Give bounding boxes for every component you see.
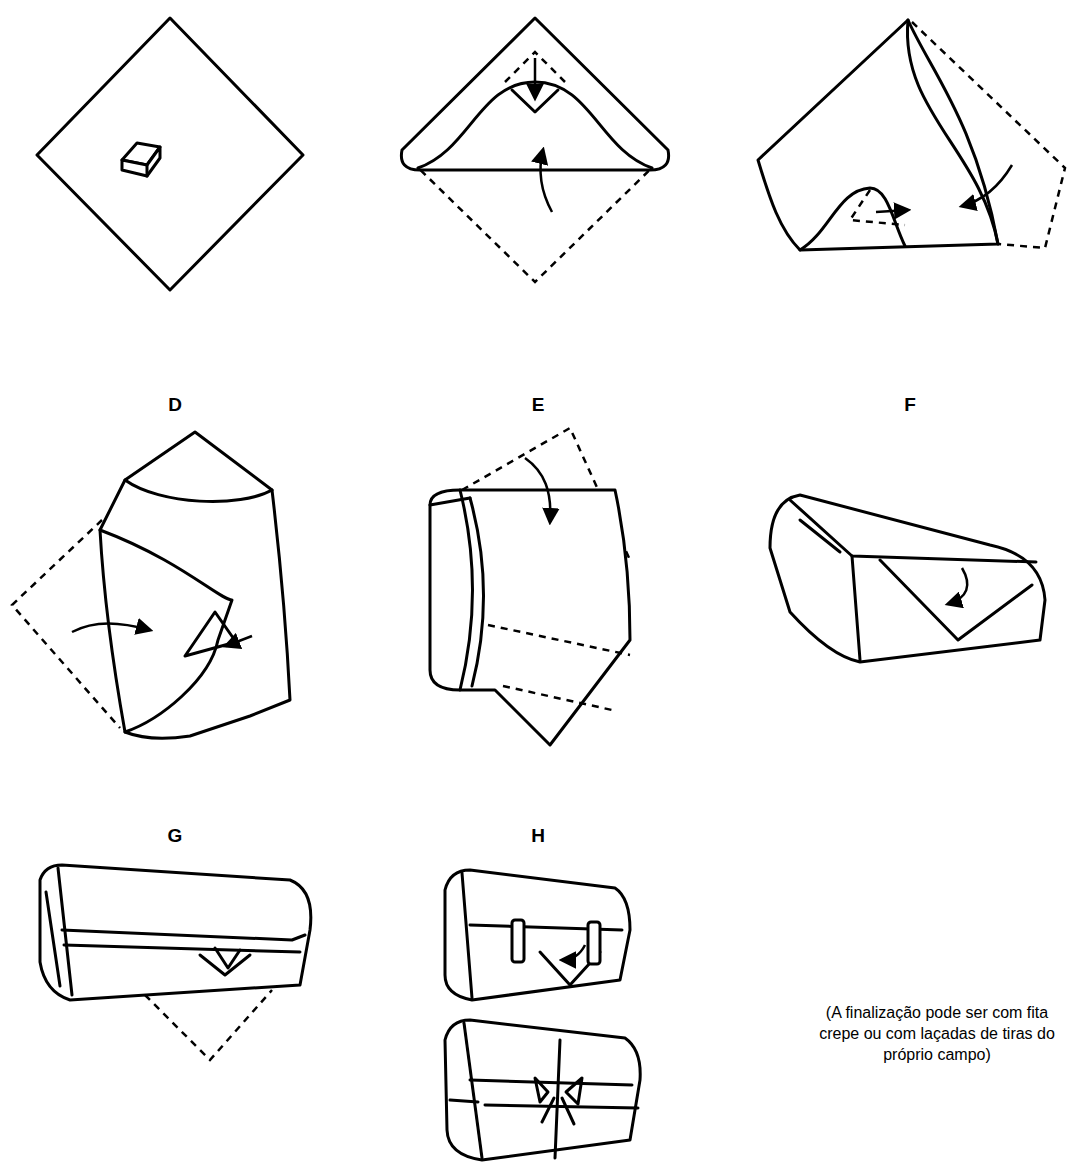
- step-fourth-fold: [430, 428, 630, 745]
- step-open-field-stroke: [122, 147, 160, 176]
- step-second-fold-stroke: [850, 190, 905, 225]
- step-first-fold-stroke: [534, 58, 537, 98]
- finished-package-stroke: [566, 1078, 582, 1104]
- step-fourth-fold-stroke: [488, 625, 630, 655]
- step-second-fold-stroke: [758, 20, 998, 250]
- step-fourth-fold-stroke: [460, 490, 473, 690]
- finished-package-stroke: [535, 1078, 548, 1102]
- step-first-fold-stroke: [401, 18, 668, 170]
- step-fifth-fold-stroke: [790, 500, 1036, 562]
- step-first-fold-stroke: [540, 150, 552, 212]
- step-letter: G: [168, 825, 183, 847]
- step-second-fold-stroke: [876, 210, 908, 212]
- finished-package-stroke: [562, 945, 585, 960]
- step-letter: E: [532, 394, 545, 416]
- step-third-fold-stroke: [100, 530, 232, 732]
- step-third-fold-stroke: [100, 432, 290, 738]
- step-third-fold-stroke: [125, 480, 272, 501]
- finished-package-stroke: [464, 1023, 482, 1158]
- step-second-fold-stroke: [962, 165, 1012, 206]
- step-letter: F: [904, 394, 916, 416]
- finished-package-stroke: [450, 1100, 478, 1102]
- step-second-fold-stroke: [800, 188, 905, 250]
- step-letter: D: [168, 394, 182, 416]
- finished-package-stroke: [485, 1105, 638, 1108]
- finished-package-stroke: [470, 1080, 632, 1085]
- note-text: (A finalização pode ser com fita crepe o…: [812, 1002, 1062, 1065]
- step-last-fold-stroke: [40, 865, 311, 1000]
- step-second-fold: [758, 20, 1065, 250]
- finished-package-stroke: [445, 870, 630, 1000]
- step-third-fold-stroke: [185, 612, 236, 656]
- step-fourth-fold-stroke: [525, 458, 550, 522]
- step-open-field: [37, 18, 303, 290]
- step-last-fold-stroke: [215, 948, 240, 968]
- step-fourth-fold-stroke: [503, 686, 612, 710]
- step-fifth-fold-stroke: [880, 560, 1032, 640]
- finished-package-stroke: [562, 1098, 574, 1124]
- finished-package: [445, 870, 640, 1160]
- step-fifth-fold-stroke: [800, 520, 840, 552]
- step-open-field-stroke: [146, 165, 149, 176]
- step-open-field-stroke: [37, 18, 303, 290]
- step-last-fold-stroke: [62, 930, 305, 940]
- step-fourth-fold-stroke: [430, 490, 630, 745]
- finished-package-stroke: [588, 922, 600, 964]
- step-last-fold: [40, 865, 311, 1060]
- step-second-fold-stroke: [907, 20, 998, 244]
- step-fifth-fold: [770, 495, 1045, 662]
- finished-package-stroke: [445, 1020, 640, 1160]
- step-first-fold: [401, 18, 668, 282]
- step-fifth-fold-stroke: [948, 568, 967, 604]
- step-last-fold-stroke: [46, 892, 60, 986]
- step-third-fold-stroke: [72, 624, 150, 633]
- finished-package-stroke: [555, 1040, 560, 1158]
- finished-package-stroke: [512, 920, 524, 962]
- step-fifth-fold-stroke: [852, 556, 860, 660]
- finished-package-stroke: [542, 1098, 554, 1122]
- step-fourth-fold-stroke: [430, 498, 470, 505]
- step-third-fold-stroke: [226, 636, 252, 646]
- step-last-fold-stroke: [64, 945, 300, 952]
- step-fifth-fold-stroke: [770, 495, 1045, 662]
- step-last-fold-stroke: [145, 990, 272, 1060]
- finished-package-stroke: [462, 873, 472, 998]
- step-third-fold: [12, 432, 290, 738]
- step-fourth-fold-stroke: [470, 498, 484, 686]
- step-letter: H: [531, 825, 545, 847]
